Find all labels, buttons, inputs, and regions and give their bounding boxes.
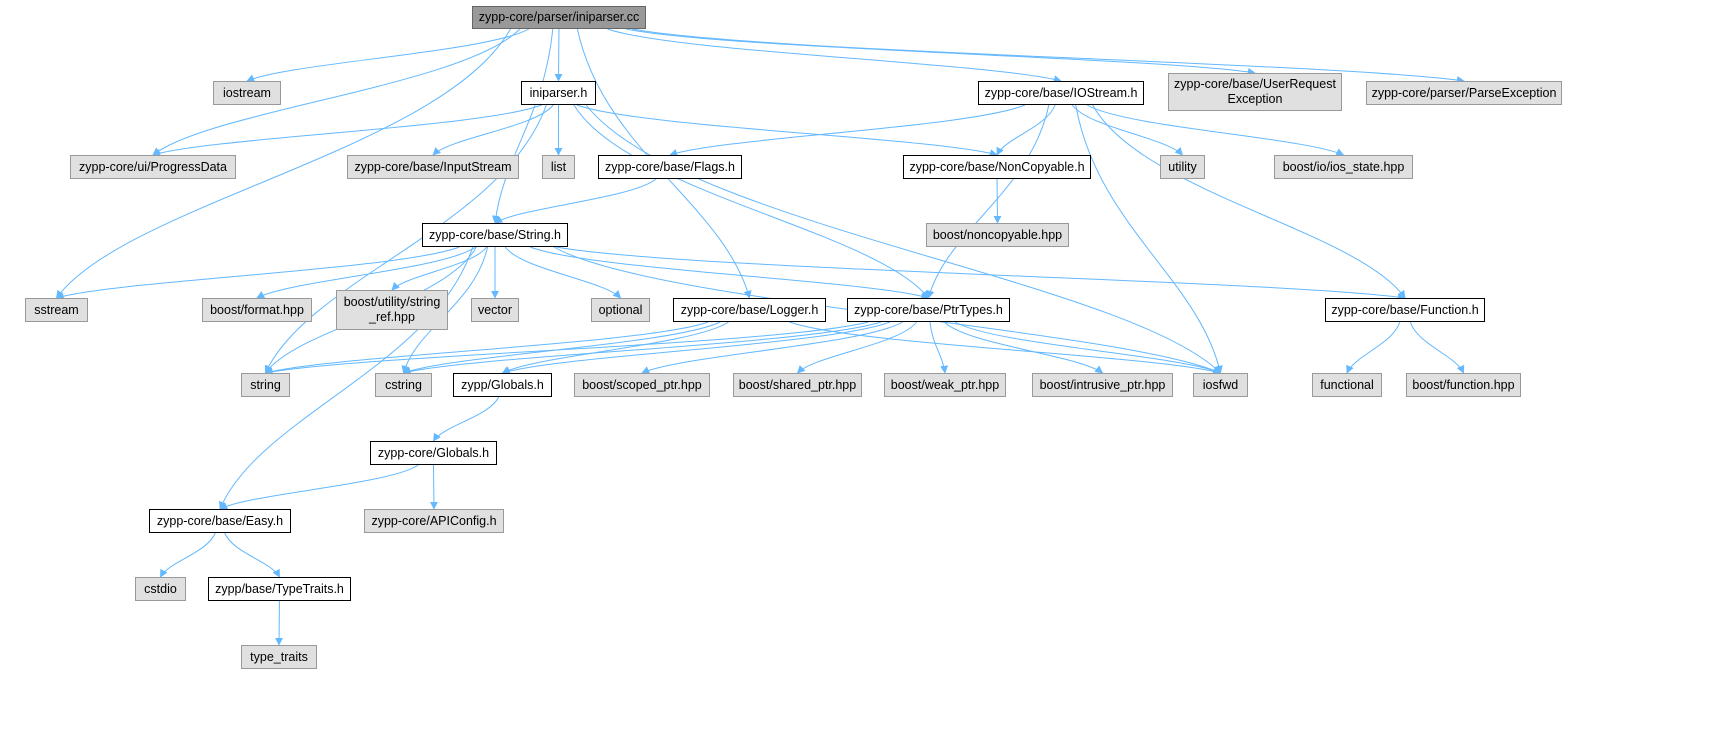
node-core-globals-h[interactable]: zypp-core/Globals.h (370, 441, 497, 465)
edge-iniparser_cc-to-parseexc (631, 28, 1465, 84)
edge-iostream_h-to-noncopyable (996, 104, 1056, 156)
edge-iniparser_cc-to-progressdata (152, 28, 521, 156)
edge-iniparser_h-to-inputstream (432, 104, 554, 156)
node-iosfwd: iosfwd (1193, 373, 1248, 397)
edge-iniparser_cc-to-userreq (626, 28, 1256, 76)
node-noncopyable-h[interactable]: zypp-core/base/NonCopyable.h (903, 155, 1091, 179)
node-iniparser-cc[interactable]: zypp-core/parser/iniparser.cc (472, 6, 646, 29)
node-apiconfig: zypp-core/APIConfig.h (364, 509, 504, 533)
node-boost-function: boost/function.hpp (1406, 373, 1521, 397)
edge-ptrtypes-to-intrusive_ptr (943, 321, 1104, 374)
node-iostream: iostream (213, 81, 281, 105)
node-iostream-h[interactable]: zypp-core/base/IOStream.h (978, 81, 1144, 105)
edge-string_h-to-optional (504, 246, 622, 299)
edge-ptrtypes-to-iosfwd (954, 321, 1222, 374)
edge-flags-to-string_h (494, 178, 657, 224)
node-flags-h[interactable]: zypp-core/base/Flags.h (598, 155, 742, 179)
node-ios-state: boost/io/ios_state.hpp (1274, 155, 1413, 179)
node-utility: utility (1160, 155, 1205, 179)
edge-iostream_h-to-function_h (1092, 104, 1406, 299)
edge-ptrtypes-to-cstring (402, 321, 882, 376)
edge-string_h-to-easy (219, 246, 474, 510)
node-cstring: cstring (375, 373, 432, 397)
edge-ptrtypes-to-shared_ptr (796, 321, 918, 374)
edge-string_h-to-string_ref (391, 246, 488, 291)
node-ptrtypes-h[interactable]: zypp-core/base/PtrTypes.h (847, 298, 1010, 322)
edge-iostream_h-to-ptrtypes (926, 104, 1050, 299)
node-intrusive-ptr: boost/intrusive_ptr.hpp (1032, 373, 1173, 397)
edge-iniparser_h-to-ptrtypes (573, 104, 929, 299)
node-string-ref: boost/utility/string_ref.hpp (336, 290, 448, 330)
edge-iostream_h-to-iosfwd (1075, 104, 1223, 374)
edge-iniparser_cc-to-string_h (491, 28, 554, 224)
node-zypp-globals-h[interactable]: zypp/Globals.h (453, 373, 552, 397)
node-progress-data: zypp-core/ui/ProgressData (70, 155, 236, 179)
edge-iostream_h-to-ios_state (1086, 104, 1345, 156)
node-easy-h[interactable]: zypp-core/base/Easy.h (149, 509, 291, 533)
node-scoped-ptr: boost/scoped_ptr.hpp (574, 373, 710, 397)
node-vector: vector (471, 298, 519, 322)
edge-string_h-to-ptrtypes (529, 246, 930, 300)
edge-string_h-to-sstream (55, 246, 460, 300)
edge-iostream_h-to-utility (1071, 104, 1184, 156)
edge-ptrtypes-to-weak_ptr (929, 321, 949, 374)
edge-easy-to-typetraits (224, 532, 280, 578)
node-iniparser-h[interactable]: iniparser.h (521, 81, 596, 105)
edge-function_h-to-functional (1346, 321, 1401, 374)
node-optional: optional (591, 298, 650, 322)
node-boost-format: boost/format.hpp (202, 298, 312, 322)
edge-ptrtypes-to-scoped_ptr (641, 321, 903, 374)
node-function-h[interactable]: zypp-core/base/Function.h (1325, 298, 1485, 322)
edge-logger-to-iosfwd (789, 321, 1222, 375)
node-typetraits-h[interactable]: zypp/base/TypeTraits.h (208, 577, 351, 601)
edge-string_h-to-boost_format (256, 246, 476, 299)
edge-logger-to-zypp_globals (501, 321, 729, 374)
edge-ptrtypes-to-zypp_globals (501, 321, 891, 375)
edge-function_h-to-boost_function (1409, 321, 1465, 374)
node-input-stream: zypp-core/base/InputStream (347, 155, 519, 179)
edge-zypp_globals-to-core_globals (433, 396, 500, 442)
edge-easy-to-cstdio (160, 532, 216, 578)
node-type-traits: type_traits (241, 645, 317, 669)
node-functional: functional (1312, 373, 1382, 397)
edge-core_globals-to-easy (219, 464, 419, 510)
node-boost-noncopyable: boost/noncopyable.hpp (926, 223, 1069, 247)
edge-iniparser_cc-to-sstream (56, 28, 511, 299)
node-string-h[interactable]: zypp-core/base/String.h (422, 223, 568, 247)
node-parse-exception: zypp-core/parser/ParseException (1366, 81, 1562, 105)
edge-iostream_h-to-flags (669, 104, 1026, 157)
node-string: string (241, 373, 290, 397)
node-list: list (542, 155, 575, 179)
edge-string_h-to-function_h (556, 246, 1406, 301)
edge-iniparser_h-to-progressdata (152, 104, 542, 157)
edge-iniparser_cc-to-iostream (246, 28, 530, 82)
edge-logger-to-string (264, 321, 709, 376)
edge-iniparser_cc-to-iostream_h (607, 28, 1062, 84)
node-weak-ptr: boost/weak_ptr.hpp (884, 373, 1006, 397)
node-cstdio: cstdio (135, 577, 186, 601)
node-logger-h[interactable]: zypp-core/base/Logger.h (673, 298, 826, 322)
edge-ptrtypes-to-string (264, 321, 869, 376)
node-sstream: sstream (25, 298, 88, 322)
edge-iniparser_h-to-string (264, 104, 547, 374)
edge-iniparser_h-to-noncopyable (576, 104, 998, 157)
edge-iniparser_h-to-iosfwd (585, 104, 1222, 374)
node-shared-ptr: boost/shared_ptr.hpp (733, 373, 862, 397)
